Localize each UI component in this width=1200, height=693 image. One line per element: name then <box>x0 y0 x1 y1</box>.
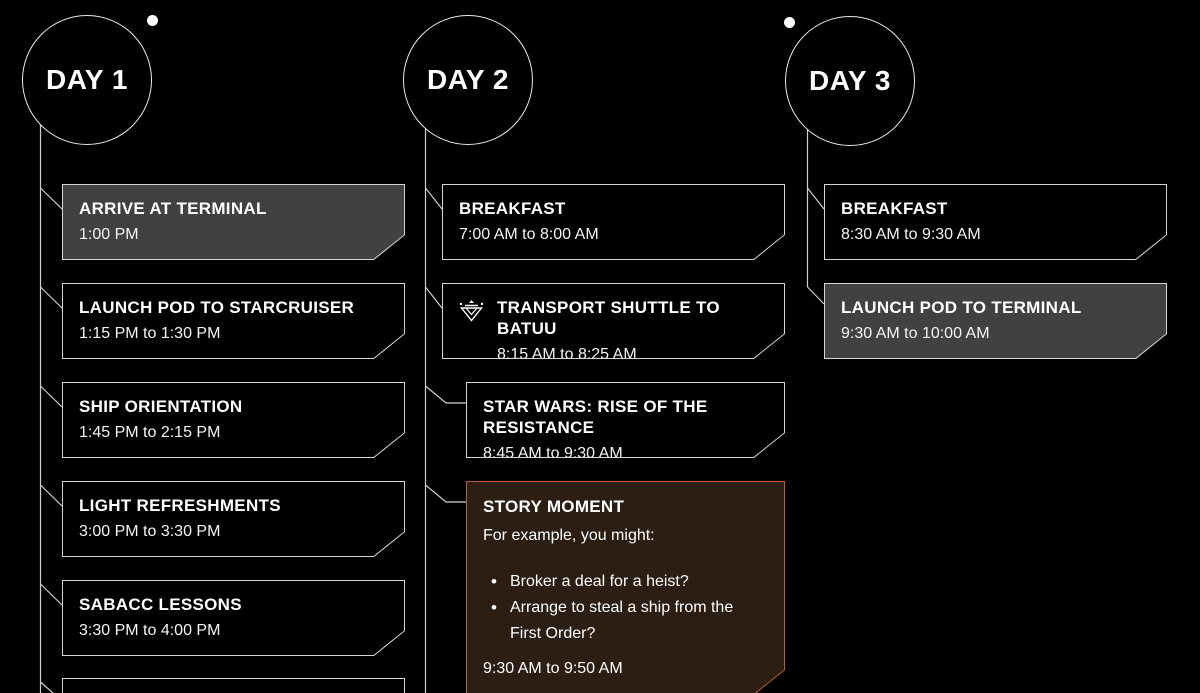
story-bullet: Arrange to steal a ship from the First O… <box>483 595 768 647</box>
event-time: 8:30 AM to 9:30 AM <box>841 226 981 243</box>
day-3-label: DAY 3 <box>809 65 891 96</box>
event-title: BREAKFAST <box>459 199 566 218</box>
day-2-circle[interactable]: DAY 2 <box>403 15 533 145</box>
event-time: 9:30 AM to 9:50 AM <box>483 660 623 677</box>
indicator-dot <box>147 15 158 26</box>
event-title: SHIP ORIENTATION <box>79 397 243 416</box>
event-time: 7:00 AM to 8:00 AM <box>459 226 599 243</box>
event-title: SABACC LESSONS <box>79 595 242 614</box>
event-card-ship-orientation[interactable]: SHIP ORIENTATION 1:45 PM to 2:15 PM <box>62 382 405 458</box>
event-time: 1:45 PM to 2:15 PM <box>79 424 221 441</box>
event-title: STORY MOMENT <box>483 497 625 516</box>
day-3-circle[interactable]: DAY 3 <box>785 16 915 146</box>
event-card-breakfast-day2[interactable]: BREAKFAST 7:00 AM to 8:00 AM <box>442 184 785 260</box>
event-card-story-moment[interactable]: STORY MOMENT For example, you might: Bro… <box>466 481 785 693</box>
story-intro: For example, you might: <box>483 527 655 544</box>
event-title: LAUNCH POD TO STARCRUISER <box>79 298 355 317</box>
event-time: 9:30 AM to 10:00 AM <box>841 325 990 342</box>
event-card-partial[interactable] <box>62 678 405 693</box>
event-time: 3:00 PM to 3:30 PM <box>79 523 221 540</box>
day-1-circle[interactable]: DAY 1 <box>22 15 152 145</box>
event-title: LIGHT REFRESHMENTS <box>79 496 281 515</box>
event-card-breakfast-day3[interactable]: BREAKFAST 8:30 AM to 9:30 AM <box>824 184 1167 260</box>
event-title: TRANSPORT SHUTTLE TO BATUU <box>497 298 720 338</box>
story-bullet: Broker a deal for a heist? <box>483 569 768 595</box>
day-1-label: DAY 1 <box>46 64 128 95</box>
event-time: 3:30 PM to 4:00 PM <box>79 622 221 639</box>
event-title: STAR WARS: RISE OF THE RESISTANCE <box>483 397 708 437</box>
event-card-launch-pod-to-terminal[interactable]: LAUNCH POD TO TERMINAL 9:30 AM to 10:00 … <box>824 283 1167 359</box>
event-title: BREAKFAST <box>841 199 948 218</box>
event-title: LAUNCH POD TO TERMINAL <box>841 298 1082 317</box>
event-time: 1:00 PM <box>79 226 139 243</box>
event-time: 1:15 PM to 1:30 PM <box>79 325 221 342</box>
shuttle-icon <box>458 297 485 323</box>
event-card-launch-pod-to-starcruiser[interactable]: LAUNCH POD TO STARCRUISER 1:15 PM to 1:3… <box>62 283 405 359</box>
event-card-sabacc-lessons[interactable]: SABACC LESSONS 3:30 PM to 4:00 PM <box>62 580 405 656</box>
event-title: ARRIVE AT TERMINAL <box>79 199 267 218</box>
event-card-rise-of-the-resistance[interactable]: STAR WARS: RISE OF THE RESISTANCE 8:45 A… <box>466 382 785 458</box>
story-bullet-list: Broker a deal for a heist? Arrange to st… <box>483 569 768 647</box>
event-card-light-refreshments[interactable]: LIGHT REFRESHMENTS 3:00 PM to 3:30 PM <box>62 481 405 557</box>
event-card-transport-shuttle[interactable]: TRANSPORT SHUTTLE TO BATUU 8:15 AM to 8:… <box>442 283 785 359</box>
indicator-dot <box>784 17 795 28</box>
event-card-arrive-at-terminal[interactable]: ARRIVE AT TERMINAL 1:00 PM <box>62 184 405 260</box>
day-2-label: DAY 2 <box>427 64 509 95</box>
